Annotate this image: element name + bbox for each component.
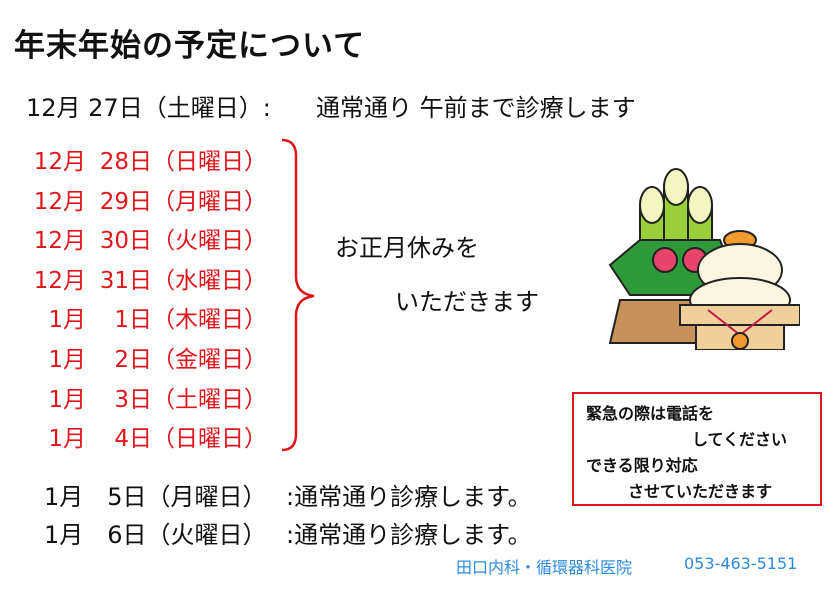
- holiday-row: 12月 29日（月曜日）: [26, 182, 267, 216]
- jan5-date: 1月 5日（月曜日）: [44, 483, 267, 511]
- holiday-day: 2日: [114, 347, 152, 373]
- holiday-day: 28日: [99, 149, 152, 175]
- holiday-day: 30日: [99, 228, 152, 255]
- holiday-row: 12月 28日（日曜日）: [26, 142, 267, 176]
- holiday-day: 3日: [114, 386, 152, 413]
- clinic-phone: 053-463-5151: [684, 554, 798, 573]
- clinic-name: 田口内科・循環器科医院: [456, 558, 633, 577]
- holiday-weekday: （月曜日）: [152, 188, 267, 215]
- dec27-date: 12月 27日（土曜日）:: [26, 94, 271, 122]
- holiday-weekday: （木曜日）: [152, 307, 267, 334]
- emergency-note-line3: できる限り対応: [586, 456, 698, 475]
- holiday-month: 12月: [33, 149, 86, 175]
- emergency-note-line4: させていただきます: [628, 482, 773, 501]
- holiday-day: 29日: [99, 188, 152, 215]
- holiday-weekday: （土曜日）: [152, 386, 267, 413]
- holiday-row: 12月 30日（火曜日）: [26, 221, 267, 255]
- holiday-message-line2: いただきます: [395, 288, 539, 316]
- holiday-row: 1月 1日（木曜日）: [26, 300, 267, 334]
- holiday-weekday: （日曜日）: [152, 426, 267, 453]
- holiday-month: 12月: [33, 267, 86, 294]
- emergency-note-line1: 緊急の際は電話を: [586, 404, 715, 423]
- holiday-weekday: （日曜日）: [152, 149, 267, 175]
- holiday-weekday: （火曜日）: [152, 228, 267, 255]
- holiday-day: 4日: [114, 426, 152, 453]
- holiday-month: 1月: [48, 347, 86, 373]
- holiday-month: 1月: [48, 426, 86, 453]
- holiday-month: 1月: [48, 386, 86, 413]
- jan5-text: :通常通り診療します。: [286, 483, 532, 511]
- holiday-weekday: （水曜日）: [152, 267, 267, 294]
- holiday-row: 12月 31日（水曜日）: [26, 261, 267, 295]
- holiday-day: 31日: [99, 267, 152, 294]
- holiday-day: 1日: [114, 307, 152, 334]
- dec27-text: 通常通り 午前まで診療します: [316, 94, 636, 122]
- kadomatsu-kagamimochi-illustration: [608, 168, 800, 350]
- holiday-weekday: （金曜日）: [152, 347, 267, 373]
- holiday-month: 12月: [33, 188, 86, 215]
- holiday-month: 1月: [48, 307, 86, 334]
- holiday-message-line1: お正月休みを: [335, 234, 479, 262]
- emergency-note-line2: してください: [692, 430, 788, 449]
- holiday-row: 1月 3日（土曜日）: [26, 380, 267, 414]
- page-title: 年末年始の予定について: [14, 28, 366, 64]
- brace-icon: [281, 138, 315, 452]
- emergency-note: 緊急の際は電話を してください できる限り対応 させていただきます: [572, 392, 822, 506]
- holiday-row: 1月 4日（日曜日）: [26, 419, 267, 453]
- jan6-text: :通常通り診療します。: [286, 521, 532, 549]
- holiday-month: 12月: [33, 228, 86, 255]
- holiday-row: 1月 2日（金曜日）: [26, 340, 267, 374]
- jan6-date: 1月 6日（火曜日）: [44, 521, 267, 549]
